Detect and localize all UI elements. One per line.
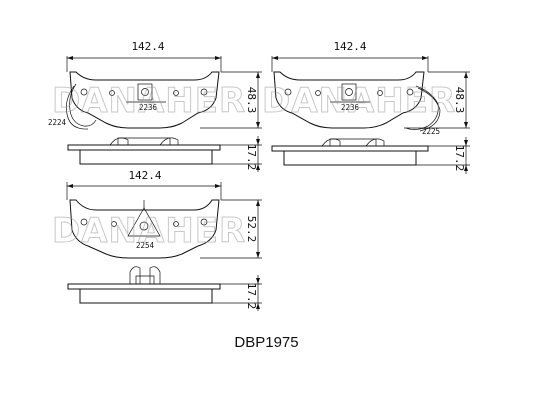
brand-watermark: DANAHER (52, 81, 246, 121)
wear-sensor-code-label: 2225 (422, 127, 440, 136)
wear-sensor-code-label: 2224 (48, 118, 67, 127)
pad-side-view-top-left: 17.2 (67, 136, 262, 172)
pad-face-view-top-right: 142.4 2236 2225 48.3 (271, 40, 470, 136)
pad-face-view-bottom: 142.4 2254 52.2 (66, 169, 262, 259)
height-dimension-label: 52.2 (245, 216, 258, 243)
thickness-dimension-label: 17.2 (245, 144, 258, 171)
width-dimension-label: 142.4 (333, 40, 366, 53)
pad-face-view-top-left: 142.4 2236 2224 48.3 (48, 40, 262, 130)
brand-watermark: DANAHER (262, 81, 456, 121)
pad-side-view-bottom: 17.2 (67, 266, 262, 311)
shim-code-label: 2236 (341, 103, 360, 112)
brand-watermark: DANAHER (52, 211, 246, 251)
thickness-dimension-label: 17.2 (453, 145, 466, 172)
height-dimension-label: 48.3 (453, 87, 466, 114)
part-number: DBP1975 (234, 334, 299, 351)
width-dimension-label: 142.4 (131, 40, 164, 53)
shim-code-label: 2254 (136, 241, 155, 250)
pad-side-view-top-right: 17.2 (271, 137, 470, 174)
shim-code-label: 2236 (139, 103, 158, 112)
height-dimension-label: 48.3 (245, 87, 258, 114)
thickness-dimension-label: 17.2 (245, 283, 258, 310)
width-dimension-label: 142.4 (128, 169, 161, 182)
